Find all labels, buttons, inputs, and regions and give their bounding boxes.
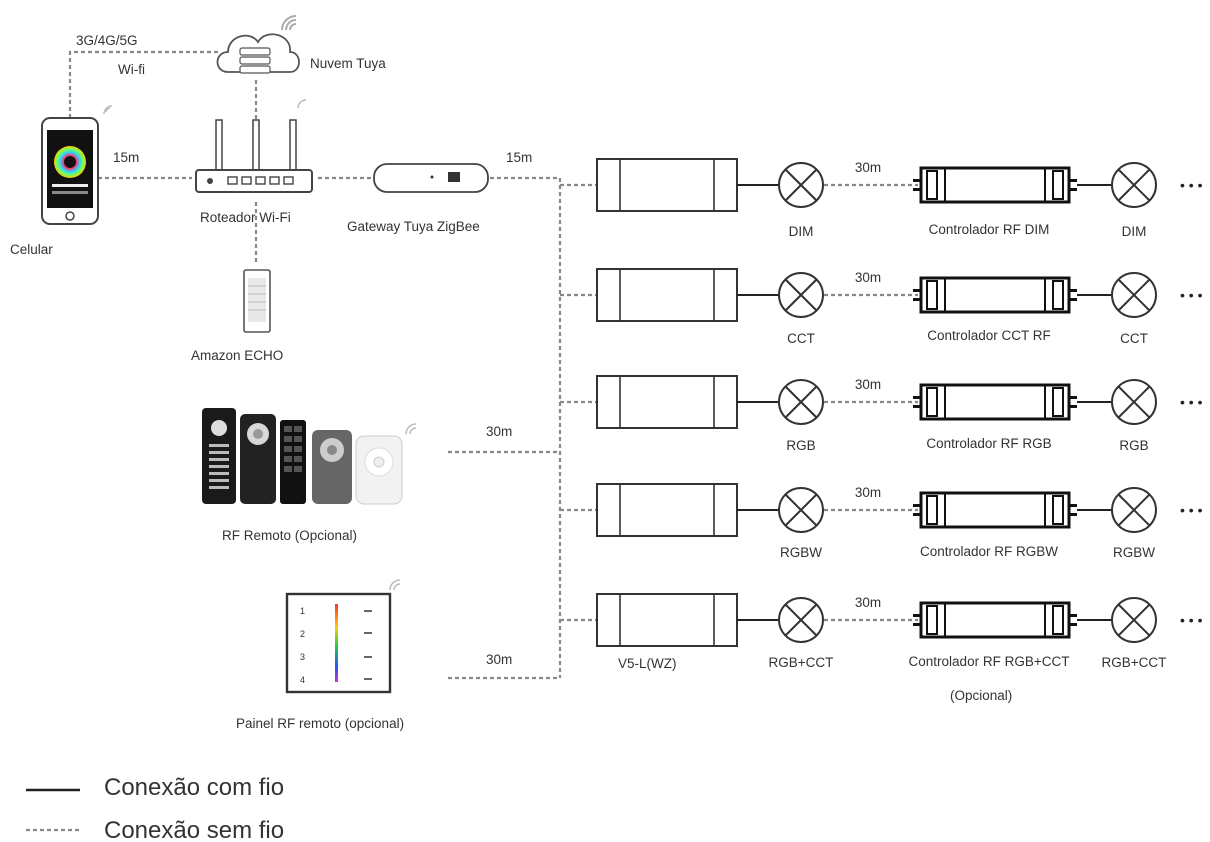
rf-panel-device bbox=[285, 592, 392, 694]
lamp-icon bbox=[778, 162, 824, 208]
receiver-box bbox=[596, 375, 738, 429]
cloud-label: Nuvem Tuya bbox=[310, 56, 386, 71]
phone-router-distance-label: 15m bbox=[113, 150, 139, 165]
end-lamp-icon bbox=[1111, 162, 1157, 208]
legend: Conexão com fio Conexão sem fio bbox=[26, 774, 284, 842]
lamp-label: DIM bbox=[789, 224, 814, 239]
receiver-label: V5-L(WZ) bbox=[618, 656, 677, 671]
lamp-icon bbox=[778, 272, 824, 318]
row-distance-label: 30m bbox=[855, 377, 881, 392]
end-lamp-icon bbox=[1111, 379, 1157, 425]
rf-controller-box bbox=[913, 166, 1077, 204]
controller-label: Controlador RF RGB+CCT bbox=[909, 654, 1070, 669]
receiver-box bbox=[596, 268, 738, 322]
legend-wireless-label: Conexão sem fio bbox=[104, 817, 284, 842]
end-lamp-label: RGB+CCT bbox=[1102, 655, 1167, 670]
panel-wifi-signal-icon bbox=[389, 579, 401, 591]
rf-controller-box bbox=[913, 491, 1077, 529]
end-lamp-icon bbox=[1111, 597, 1157, 643]
router-device bbox=[195, 119, 313, 193]
optional-note: (Opcional) bbox=[950, 688, 1012, 703]
phone-label: Celular bbox=[10, 242, 53, 257]
gateway-bus-distance-label: 15m bbox=[506, 150, 532, 165]
cloud-icon bbox=[216, 33, 300, 74]
end-lamp-label: CCT bbox=[1120, 331, 1148, 346]
row-distance-label: 30m bbox=[855, 485, 881, 500]
end-lamp-label: RGBW bbox=[1113, 545, 1155, 560]
end-lamp-icon bbox=[1111, 487, 1157, 533]
legend-wired-label: Conexão com fio bbox=[104, 774, 284, 801]
rf-remotes-image bbox=[202, 408, 403, 505]
cloud-wifi-signal-icon bbox=[281, 15, 297, 31]
wifi-signal-icon bbox=[103, 105, 113, 115]
link-cellular-label: 3G/4G/5G bbox=[76, 33, 138, 48]
remote-bus-distance-label: 30m bbox=[486, 424, 512, 439]
lamp-label: RGB bbox=[786, 438, 815, 453]
continuation-dots: • • • bbox=[1180, 502, 1203, 518]
wireless-bus bbox=[448, 178, 596, 680]
row-distance-label: 30m bbox=[855, 595, 881, 610]
gateway-label: Gateway Tuya ZigBee bbox=[347, 219, 480, 234]
controller-label: Controlador CCT RF bbox=[927, 328, 1051, 343]
lamp-icon bbox=[778, 379, 824, 425]
lamp-label: CCT bbox=[787, 331, 815, 346]
echo-label: Amazon ECHO bbox=[191, 348, 283, 363]
receiver-box bbox=[596, 158, 738, 212]
row-distance-label: 30m bbox=[855, 270, 881, 285]
row-distance-label: 30m bbox=[855, 160, 881, 175]
end-lamp-label: DIM bbox=[1122, 224, 1147, 239]
end-lamp-label: RGB bbox=[1119, 438, 1148, 453]
router-wifi-signal-icon bbox=[297, 99, 307, 109]
lamp-label: RGBW bbox=[780, 545, 822, 560]
rf-panel-label: Painel RF remoto (opcional) bbox=[236, 716, 404, 731]
remote-wifi-signal-icon bbox=[405, 423, 417, 435]
echo-device bbox=[243, 269, 271, 333]
rf-remote-label: RF Remoto (Opcional) bbox=[222, 528, 357, 543]
lamp-label: RGB+CCT bbox=[769, 655, 834, 670]
receiver-box bbox=[596, 593, 738, 647]
rf-controller-box bbox=[913, 383, 1077, 421]
lamp-icon bbox=[778, 487, 824, 533]
continuation-dots: • • • bbox=[1180, 394, 1203, 410]
continuation-dots: • • • bbox=[1180, 287, 1203, 303]
link-wifi-label: Wi-fi bbox=[118, 62, 145, 77]
continuation-dots: • • • bbox=[1180, 177, 1203, 193]
panel-button-4: 4 bbox=[300, 675, 305, 685]
phone-device bbox=[41, 117, 99, 225]
controller-label: Controlador RF RGBW bbox=[920, 544, 1058, 559]
router-label: Roteador Wi-Fi bbox=[200, 210, 291, 225]
end-lamp-icon bbox=[1111, 272, 1157, 318]
wireless-links-top bbox=[68, 50, 560, 262]
continuation-dots: • • • bbox=[1180, 612, 1203, 628]
receiver-box bbox=[596, 483, 738, 537]
gateway-device bbox=[373, 163, 489, 193]
rf-controller-box bbox=[913, 601, 1077, 639]
panel-button-3: 3 bbox=[300, 652, 305, 662]
panel-bus-distance-label: 30m bbox=[486, 652, 512, 667]
panel-button-2: 2 bbox=[300, 629, 305, 639]
panel-button-1: 1 bbox=[300, 606, 305, 616]
controller-label: Controlador RF DIM bbox=[929, 222, 1050, 237]
lamp-icon bbox=[778, 597, 824, 643]
rf-controller-box bbox=[913, 276, 1077, 314]
controller-label: Controlador RF RGB bbox=[926, 436, 1051, 451]
